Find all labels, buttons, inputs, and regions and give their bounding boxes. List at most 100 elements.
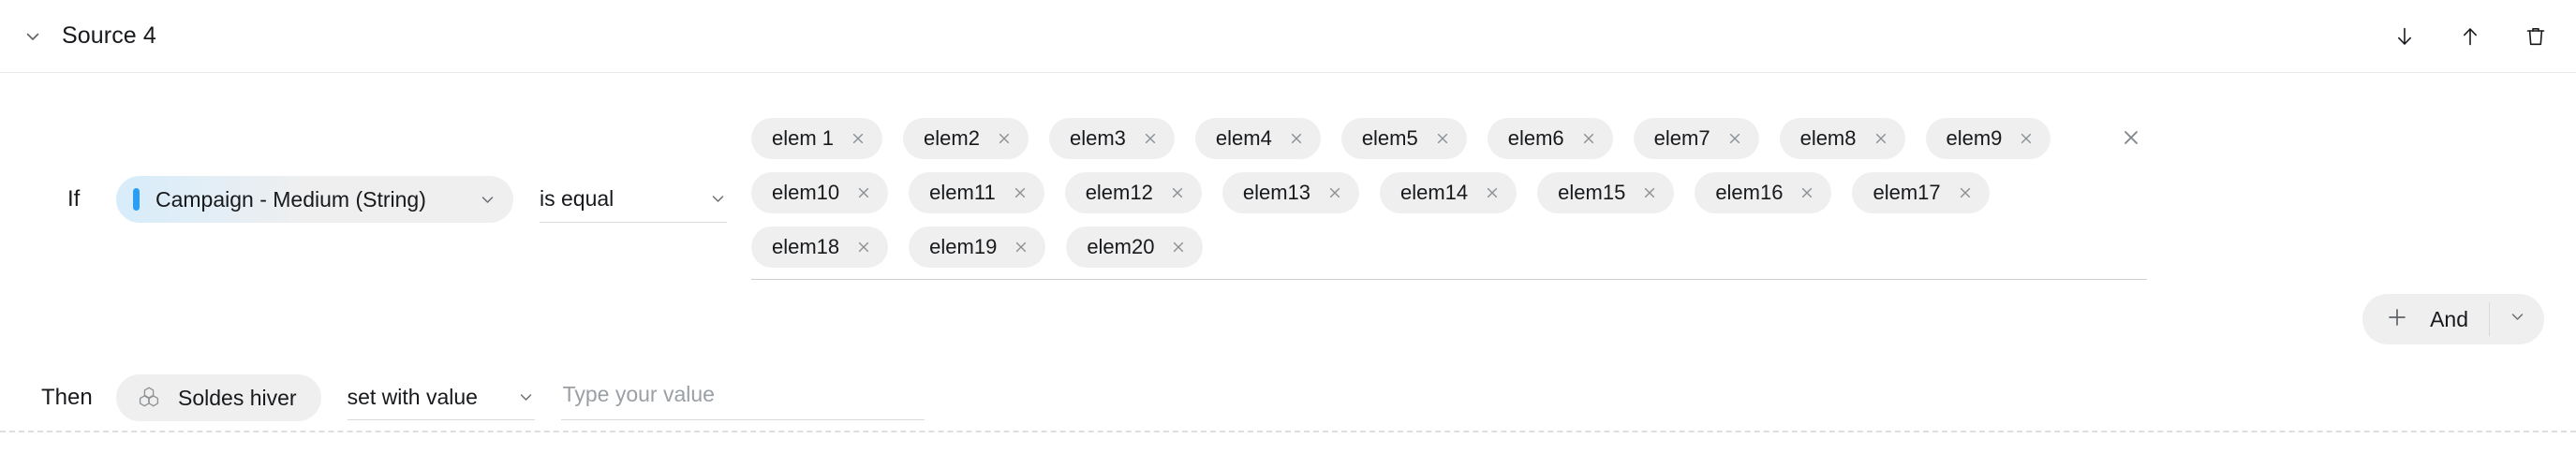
close-icon <box>859 187 869 198</box>
value-chip-label: elem 1 <box>772 126 835 150</box>
value-chip-label: elem15 <box>1558 181 1626 204</box>
value-chip: elem2 <box>903 118 1029 159</box>
attribute-marker-icon <box>133 188 140 211</box>
close-icon <box>1291 133 1301 144</box>
rule-header: Source 4 <box>0 0 2576 73</box>
close-icon <box>2021 133 2032 144</box>
add-condition-main[interactable]: And <box>2362 294 2489 344</box>
add-condition-caret-button[interactable] <box>2490 294 2544 344</box>
arrow-down-icon <box>2392 24 2417 49</box>
add-condition-label: And <box>2430 306 2468 331</box>
value-chip: elem10 <box>751 172 889 213</box>
value-chip-label: elem4 <box>1215 126 1272 150</box>
operator-select[interactable]: is equal <box>540 176 727 223</box>
then-label: Then <box>41 385 93 410</box>
remove-value-button[interactable] <box>1011 183 1029 202</box>
remove-value-button[interactable] <box>1725 129 1744 148</box>
value-chip-label: elem17 <box>1873 181 1941 204</box>
attribute-select[interactable]: Campaign - Medium (String) <box>116 176 513 223</box>
remove-value-button[interactable] <box>1640 183 1659 202</box>
collapse-toggle[interactable] <box>21 24 45 49</box>
remove-value-button[interactable] <box>1169 238 1188 256</box>
value-chip-label: elem7 <box>1653 126 1710 150</box>
action-operation-label: set with value <box>347 385 478 409</box>
move-down-button[interactable] <box>2389 21 2421 52</box>
close-icon <box>1960 187 1970 198</box>
remove-value-button[interactable] <box>1433 129 1452 148</box>
value-chip-label: elem19 <box>929 235 998 258</box>
value-chip-label: elem14 <box>1400 181 1469 204</box>
attribute-label: Campaign - Medium (String) <box>155 186 426 212</box>
operator-label: is equal <box>540 186 614 211</box>
divider <box>2489 302 2490 336</box>
remove-value-button[interactable] <box>2017 129 2036 148</box>
section-divider <box>0 431 2576 432</box>
value-chip: elem5 <box>1340 118 1467 159</box>
value-chip-label: elem20 <box>1087 235 1155 258</box>
value-chip: elem8 <box>1779 118 1905 159</box>
remove-value-button[interactable] <box>1325 183 1344 202</box>
value-chip: elem3 <box>1048 118 1175 159</box>
remove-value-button[interactable] <box>1168 183 1187 202</box>
close-icon <box>1645 187 1655 198</box>
chevron-down-icon <box>479 191 496 209</box>
close-icon <box>1729 133 1740 144</box>
close-icon <box>1145 133 1155 144</box>
value-chip: elem19 <box>909 227 1046 268</box>
add-condition-button[interactable]: And <box>2362 294 2544 344</box>
remove-value-button[interactable] <box>1141 129 1160 148</box>
close-icon <box>999 133 1010 144</box>
value-chip: elem20 <box>1066 227 1204 268</box>
close-icon <box>1016 241 1027 253</box>
value-chip: elem17 <box>1852 172 1990 213</box>
remove-value-button[interactable] <box>1012 238 1030 256</box>
value-chip-label: elem5 <box>1361 126 1418 150</box>
close-icon <box>1875 133 1886 144</box>
remove-value-button[interactable] <box>1798 183 1816 202</box>
close-icon <box>1488 187 1498 198</box>
value-chip: elem15 <box>1537 172 1675 213</box>
chevron-down-icon <box>2509 308 2526 330</box>
remove-value-button[interactable] <box>1483 183 1502 202</box>
plus-icon <box>2385 305 2409 334</box>
value-chip-label: elem12 <box>1085 181 1153 204</box>
value-chip: elem7 <box>1633 118 1759 159</box>
condition-row: If Campaign - Medium (String) is equal <box>0 73 2576 280</box>
value-chip: elem11 <box>909 172 1044 213</box>
action-operation-select[interactable]: set with value <box>347 375 535 420</box>
value-chip-label: elem8 <box>1799 126 1857 150</box>
remove-value-button[interactable] <box>849 129 867 148</box>
value-chip-label: elem13 <box>1242 181 1310 204</box>
segment-select[interactable]: Soldes hiver <box>116 374 321 421</box>
remove-value-button[interactable] <box>1956 183 1975 202</box>
action-row: Then Soldes hiver set with value <box>0 374 2576 421</box>
clear-all-values-button[interactable] <box>2115 124 2147 155</box>
if-section: If Campaign - Medium (String) is equal <box>0 73 2576 432</box>
value-chip: elem18 <box>751 227 889 268</box>
value-chip-label: elem10 <box>772 181 840 204</box>
arrow-up-icon <box>2458 24 2482 49</box>
close-icon <box>2121 127 2141 153</box>
header-actions <box>2389 21 2552 52</box>
close-icon <box>1329 187 1340 198</box>
segment-label: Soldes hiver <box>178 385 297 410</box>
value-chip: elem14 <box>1380 172 1517 213</box>
chevron-down-icon <box>23 27 42 46</box>
remove-value-button[interactable] <box>854 238 873 256</box>
move-up-button[interactable] <box>2454 21 2486 52</box>
value-chip-label: elem11 <box>929 181 996 204</box>
remove-value-button[interactable] <box>995 129 1014 148</box>
chevron-down-icon <box>517 388 535 406</box>
action-value-input[interactable] <box>560 375 925 420</box>
remove-value-button[interactable] <box>1287 129 1306 148</box>
delete-button[interactable] <box>2520 21 2552 52</box>
remove-value-button[interactable] <box>1872 129 1890 148</box>
close-icon <box>1014 187 1025 198</box>
remove-value-button[interactable] <box>854 183 873 202</box>
close-icon <box>1583 133 1593 144</box>
remove-value-button[interactable] <box>1579 129 1598 148</box>
